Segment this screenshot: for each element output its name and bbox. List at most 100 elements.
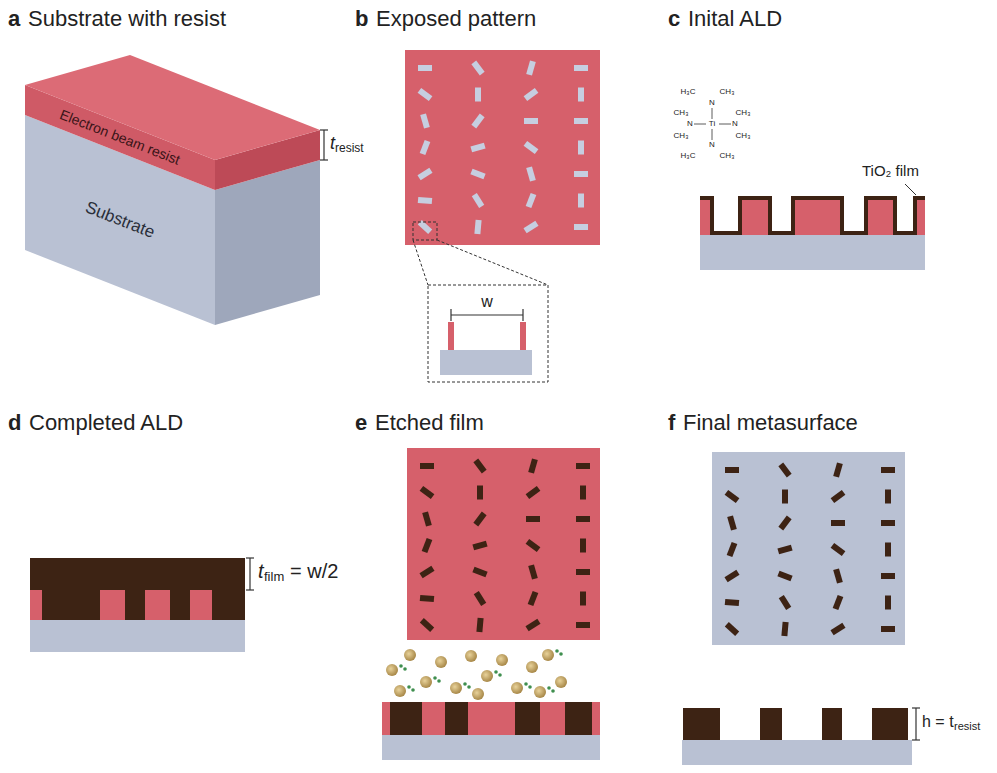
panel-title: Etched film: [375, 410, 484, 435]
nanofin: [725, 490, 740, 503]
dimension-label: w: [481, 293, 493, 311]
thickness-bracket: [320, 129, 328, 130]
resist-pillars: [100, 590, 125, 620]
etch-radical: [467, 685, 471, 689]
resist-pillars: [30, 590, 42, 620]
etch-particle: [511, 682, 523, 694]
resist-pillars: [700, 200, 710, 235]
etch-radical: [437, 679, 441, 683]
exposed-pattern: [417, 60, 588, 234]
nanofin: [881, 573, 895, 579]
nanofin: [418, 65, 432, 71]
nanofin: [576, 463, 590, 469]
panel-title: Exposed pattern: [376, 6, 536, 31]
dimension-label: h = t: [922, 713, 954, 731]
zoom-lines: [437, 240, 548, 285]
nanofin: [574, 171, 588, 177]
chemical-atom: N: [732, 119, 738, 128]
panel-title: Inital ALD: [688, 6, 782, 31]
substrate-section: [440, 350, 532, 375]
width-dimension: [522, 309, 523, 321]
width-dimension: [451, 309, 523, 321]
panel-title: Substrate with resist: [28, 6, 226, 31]
nanofin: [778, 463, 791, 478]
etch-particle: [394, 685, 406, 697]
callout-label: TiO₂ film: [862, 162, 919, 179]
chemical-group: CH₃: [736, 108, 751, 117]
nanofin: [881, 520, 895, 526]
tio2-pillars: [683, 708, 908, 740]
nanofin: [526, 539, 541, 552]
nanofin: [578, 88, 584, 102]
substrate-section: [30, 620, 245, 652]
nanofin: [885, 596, 891, 610]
nanofin: [471, 61, 484, 76]
nanofin: [418, 88, 433, 101]
panel-letter: f: [668, 410, 675, 435]
nanofin: [574, 224, 588, 230]
resist-pillars: [795, 200, 840, 235]
etch-radical: [494, 670, 498, 674]
molecule-bonds: [694, 124, 706, 125]
nanofin: [881, 626, 895, 632]
thickness-bracket: [246, 589, 254, 590]
etch-particle: [542, 649, 554, 661]
chemical-group: CH₃: [720, 151, 735, 160]
nanofin: [885, 543, 891, 557]
metasurface-pattern: [724, 462, 895, 636]
panel-letter: c: [668, 6, 680, 31]
nanofin: [477, 486, 483, 500]
nanofin: [523, 221, 538, 234]
chemical-atom: N: [709, 140, 715, 149]
nanofin: [470, 143, 485, 153]
chemical-group: CH₃: [720, 87, 735, 96]
resist-pillars: [145, 590, 170, 620]
height-bracket: [912, 739, 920, 740]
nanofin: [526, 486, 541, 499]
nanofin: [833, 568, 843, 583]
tio2-pillars: [683, 708, 720, 740]
nanofin: [580, 592, 586, 606]
nanofin: [727, 515, 737, 530]
nanofin: [420, 113, 430, 128]
tio2-pillars: [760, 708, 782, 740]
substrate-section: [682, 740, 912, 765]
nanofin: [473, 459, 486, 474]
nanofin: [472, 541, 487, 551]
nanofin: [782, 490, 788, 504]
resist-top-view: [405, 50, 600, 245]
nanofin: [472, 567, 487, 578]
panel-title: Final metasurface: [683, 410, 858, 435]
nanofin: [420, 486, 435, 499]
etch-radical: [551, 689, 555, 693]
molecule-bonds: [712, 108, 713, 119]
tio2-pillars: [390, 702, 422, 735]
nanofin: [528, 564, 538, 579]
thickness-bracket: [246, 557, 254, 558]
substrate-top-view: [712, 452, 905, 645]
nanofin: [831, 543, 846, 556]
tio2-pillars: [515, 702, 540, 735]
tio2-pillars: [872, 708, 908, 740]
height-bracket: [912, 708, 920, 740]
nanofin: [528, 591, 539, 606]
etch-particle: [450, 682, 462, 694]
nanofin: [576, 569, 590, 575]
nanofin: [526, 516, 540, 522]
panel-letter: b: [355, 6, 368, 31]
nanofin: [576, 622, 590, 628]
nanofin: [725, 622, 739, 636]
chemical-group: CH₃: [674, 108, 689, 117]
nanofin: [831, 520, 845, 526]
nanofin: [524, 118, 538, 124]
nanofin: [422, 538, 433, 553]
nanofin: [578, 141, 584, 155]
nanofin: [420, 618, 434, 632]
width-dimension: [451, 314, 523, 315]
thickness-bracket: [249, 558, 250, 590]
dimension-subscript: resist: [954, 720, 980, 733]
height-bracket: [912, 707, 920, 708]
nanofin: [778, 516, 791, 531]
nanofin: [779, 595, 792, 610]
panel-title: Completed ALD: [29, 410, 183, 435]
